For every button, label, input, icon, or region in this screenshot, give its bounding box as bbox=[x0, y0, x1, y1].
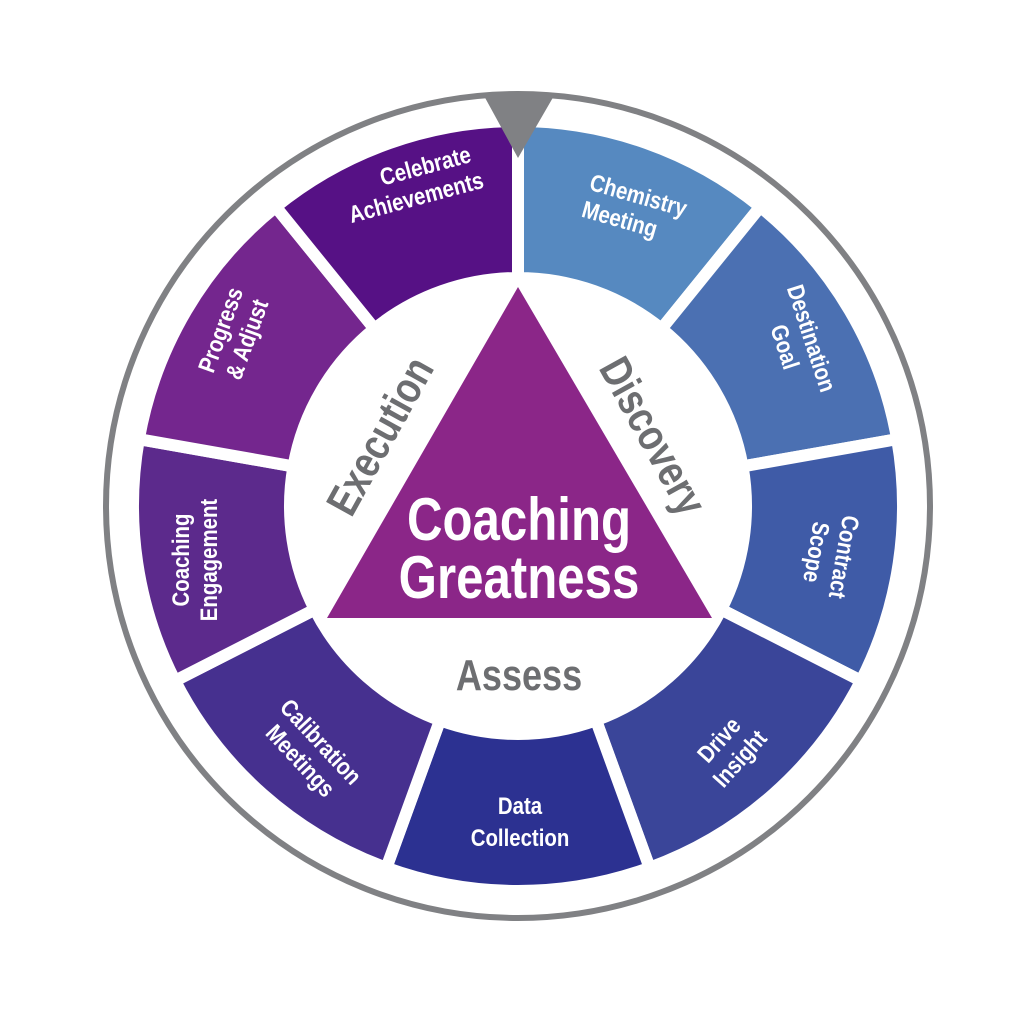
segment-label-line2: Engagement bbox=[195, 498, 222, 621]
segment-label-line2: Collection bbox=[471, 824, 570, 851]
segment-data-collection[interactable]: Data Collection bbox=[471, 792, 570, 851]
segment-label-line1: Data bbox=[498, 792, 543, 819]
triangle-pointer-icon bbox=[483, 94, 555, 158]
segment-label-line1: Coaching bbox=[167, 514, 194, 607]
core-title-line1: Coaching bbox=[407, 485, 631, 553]
segment-group bbox=[127, 114, 909, 897]
core-title-line2: Greatness bbox=[399, 543, 640, 611]
segment-contract-scope[interactable]: Contract Scope bbox=[796, 509, 865, 602]
center-triangle bbox=[327, 287, 712, 618]
phase-label-assess: Assess bbox=[456, 651, 582, 700]
segment-coaching-engagement[interactable]: Coaching Engagement bbox=[167, 498, 222, 621]
